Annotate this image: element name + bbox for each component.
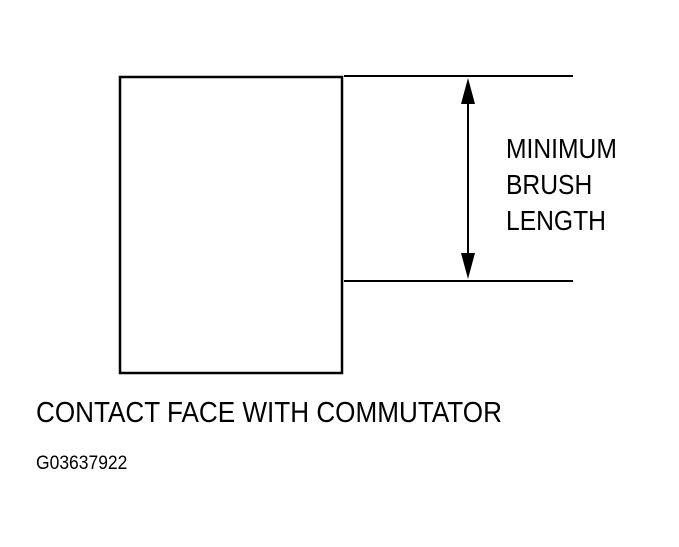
arrow-up-icon bbox=[461, 78, 475, 104]
brush-body bbox=[118, 75, 344, 375]
dimension-label-line-2: BRUSH bbox=[506, 169, 593, 200]
dimension-label-line-3: LENGTH bbox=[506, 205, 606, 236]
figure-id: G03637922 bbox=[36, 453, 128, 474]
arrow-down-icon bbox=[461, 253, 475, 279]
dimension-label-line-1: MINIMUM bbox=[506, 133, 617, 164]
contact-face-label: CONTACT FACE WITH COMMUTATOR bbox=[36, 397, 502, 429]
minimum-brush-length-label: MINIMUM BRUSH LENGTH bbox=[506, 131, 617, 239]
